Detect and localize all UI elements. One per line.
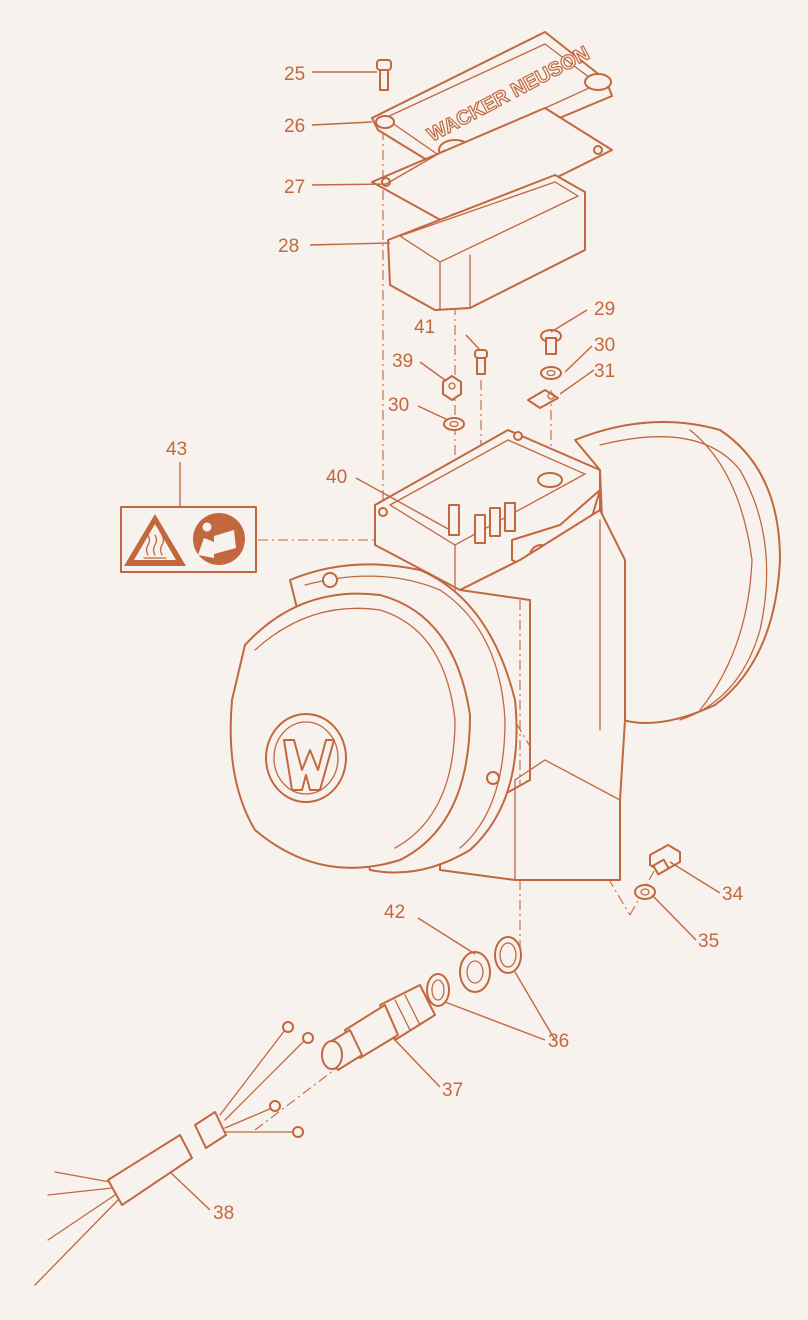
- callout-41: 41: [414, 317, 435, 338]
- screw-25: [376, 59, 392, 91]
- callout-labels: 25 26 27 28 29 30 31 41 39 30 43 40 34 3…: [166, 64, 744, 1224]
- callout-27: 27: [284, 177, 305, 198]
- cable-38: [34, 1021, 314, 1286]
- seal-ring-36-right: [494, 936, 522, 974]
- callout-43: 43: [166, 439, 187, 460]
- washer-35: [634, 884, 656, 900]
- nut-39: [442, 375, 462, 401]
- seal-ring-36-left: [426, 973, 450, 1007]
- front-motor-end: [229, 592, 471, 869]
- screw-41: [474, 349, 488, 375]
- callout-26: 26: [284, 116, 305, 137]
- callout-35: 35: [698, 931, 719, 952]
- rear-motor-end: [574, 421, 781, 724]
- callout-30-left: 30: [388, 395, 409, 416]
- callout-36: 36: [548, 1031, 569, 1052]
- leader-lines: [169, 71, 721, 1211]
- terminal-box-frame: [387, 174, 586, 311]
- callout-42: 42: [384, 902, 405, 923]
- motor-housing: [439, 509, 626, 881]
- callout-39: 39: [392, 351, 413, 372]
- washer-30-left: [443, 417, 465, 431]
- terminal-lug-31: [527, 389, 559, 409]
- screw-29: [540, 329, 562, 355]
- bolt-34: [649, 844, 681, 876]
- callout-28: 28: [278, 236, 299, 257]
- hot-surface-warning-icon: [124, 514, 186, 566]
- washer-30-right: [540, 366, 562, 380]
- read-manual-icon: [193, 513, 245, 565]
- callout-40: 40: [326, 467, 347, 488]
- callout-31: 31: [594, 361, 615, 382]
- callout-25: 25: [284, 64, 305, 85]
- wacker-w-logo-icon: [283, 739, 335, 791]
- grommet-42: [459, 951, 491, 993]
- cable-gland-37: [321, 984, 436, 1071]
- callout-29: 29: [594, 299, 615, 320]
- warning-label-43: [120, 506, 257, 573]
- callout-37: 37: [442, 1080, 463, 1101]
- callout-34: 34: [722, 884, 744, 905]
- callout-38: 38: [213, 1203, 234, 1224]
- callout-30-right: 30: [594, 335, 615, 356]
